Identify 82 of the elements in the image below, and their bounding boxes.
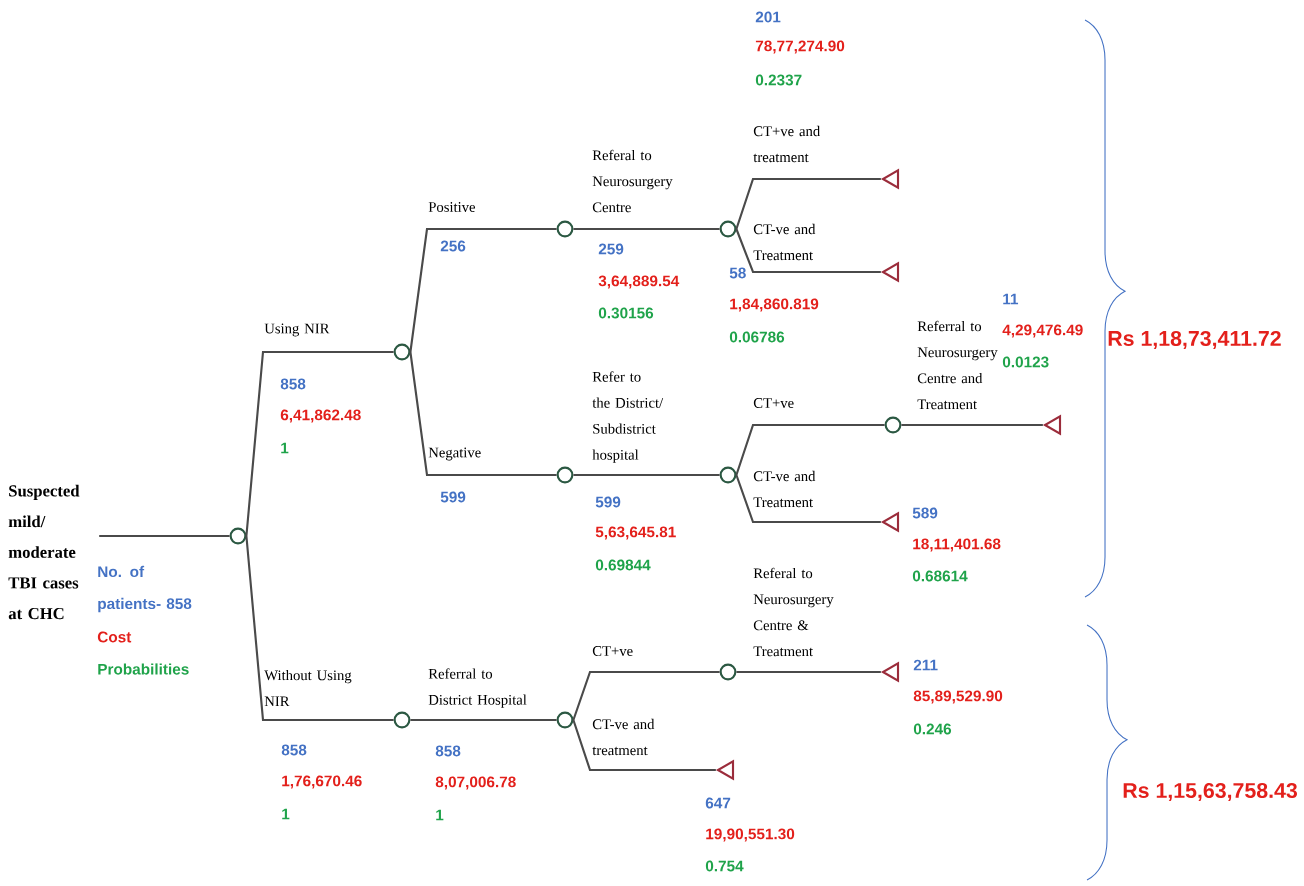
- value-label: 4,29,476.49: [1002, 324, 1083, 338]
- value-label: 6,41,862.48: [280, 409, 361, 423]
- value-label: 18,11,401.68: [913, 538, 1001, 552]
- chance-node: [719, 663, 737, 681]
- branch-label: Positive: [428, 202, 476, 212]
- branch-line: [572, 670, 720, 721]
- value-label: 1: [282, 808, 290, 820]
- branch-line: [99, 534, 230, 538]
- branch-line: [735, 423, 885, 476]
- branch-label: Referral to Neurosurgery Centre and Treatment: [917, 320, 998, 410]
- value-label: 256: [440, 240, 466, 252]
- chance-node: [393, 343, 411, 361]
- branch-line: [573, 227, 720, 231]
- value-label: 0.30156: [598, 307, 654, 319]
- value-label: 647: [705, 797, 731, 809]
- branch-line: [409, 351, 557, 477]
- value-label: 0.754: [705, 860, 744, 872]
- branch-label: Negative: [428, 447, 481, 461]
- branch-line: [573, 473, 720, 477]
- value-label: 858: [281, 744, 307, 756]
- branch-label: CT-ve and Treatment: [753, 470, 816, 508]
- branch-label: CT+ve: [592, 646, 633, 656]
- branch-label: CT+ve: [753, 398, 794, 408]
- value-label: 3,64,889.54: [598, 275, 680, 289]
- chance-node: [719, 466, 737, 484]
- total-label: Rs 1,15,63,758.43: [1123, 782, 1297, 802]
- chance-node: [556, 220, 574, 238]
- branch-label: Referal to Neurosurgery Centre: [592, 149, 673, 213]
- key-label: Cost: [97, 631, 132, 643]
- branch-line: [409, 227, 557, 353]
- branch-label: Referal to Neurosurgery Centre & Treatment: [753, 567, 834, 657]
- value-label: 1,84,860.819: [730, 298, 819, 312]
- branch-label: CT-ve and Treatment: [753, 223, 816, 261]
- chance-node: [719, 220, 737, 238]
- value-label: 19,90,551.30: [706, 828, 795, 842]
- total-label: Rs 1,18,73,411.72: [1108, 330, 1281, 350]
- value-label: 1: [436, 809, 444, 821]
- chance-node: [884, 416, 902, 434]
- branch-label: CT+ve and treatment: [753, 125, 820, 163]
- branch-line: [735, 177, 881, 230]
- value-label: 5,63,645.81: [595, 526, 676, 540]
- chance-node: [556, 466, 574, 484]
- branch-label: Without Using NIR: [264, 669, 352, 707]
- value-label: 0.246: [913, 723, 952, 735]
- value-label: 1,76,670.46: [282, 775, 362, 789]
- value-label: 259: [598, 243, 624, 255]
- branch-line: [735, 228, 881, 274]
- value-label: 201: [755, 11, 781, 23]
- value-label: 78,77,274.90: [755, 40, 845, 54]
- value-label: 599: [595, 496, 621, 508]
- chance-node: [229, 527, 247, 545]
- value-label: 211: [913, 659, 938, 671]
- value-label: 0.06786: [729, 331, 785, 343]
- value-label: 85,89,529.90: [913, 690, 1003, 704]
- branch-line: [736, 670, 881, 674]
- branch-line: [901, 423, 1043, 427]
- value-label: 599: [440, 491, 466, 503]
- value-label: 0.2337: [755, 74, 802, 86]
- value-label: 589: [912, 507, 938, 519]
- branch-label: Using NIR: [264, 323, 330, 337]
- value-label: 8,07,006.78: [435, 776, 516, 790]
- key-label: Probabilities: [98, 663, 189, 675]
- chance-node: [393, 711, 411, 729]
- value-label: 858: [280, 378, 306, 390]
- value-label: 0.69844: [595, 559, 651, 571]
- value-label: 1: [281, 442, 289, 454]
- value-label: 0.68614: [912, 570, 968, 582]
- branch-line: [572, 719, 716, 772]
- value-label: 858: [435, 745, 461, 757]
- branch-line: [735, 474, 881, 524]
- value-label: 11: [1003, 293, 1019, 305]
- branch-line: [245, 535, 394, 722]
- branch-line: [410, 718, 557, 722]
- value-label: 58: [729, 267, 746, 279]
- chance-node: [556, 711, 574, 729]
- branch-label: Refer to the District/ Subdistrict hospital: [592, 371, 664, 463]
- value-label: 0.0123: [1002, 356, 1049, 368]
- branch-label: CT-ve and treatment: [592, 718, 655, 756]
- branch-line: [245, 350, 394, 537]
- branch-label: Referral to District Hospital: [428, 668, 527, 708]
- root-label: Suspected mild/ moderate TBI cases at CHC: [8, 484, 80, 620]
- key-label: No. of patients- 858: [98, 565, 192, 613]
